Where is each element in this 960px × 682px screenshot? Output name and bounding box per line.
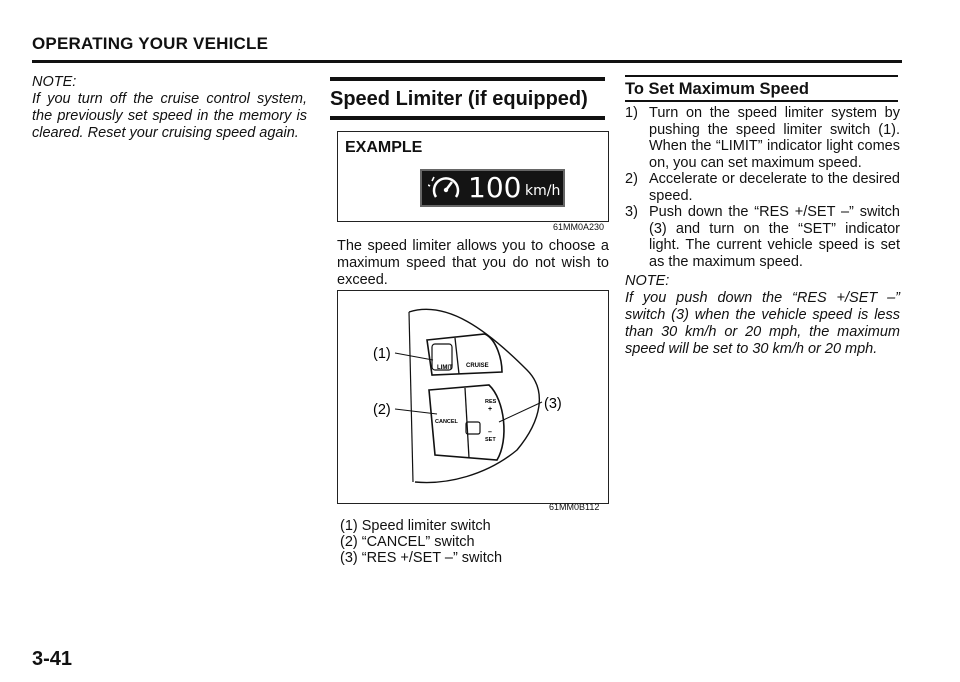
figure-code-switch: 61MM0B112 bbox=[549, 502, 600, 512]
page-header-title: OPERATING YOUR VEHICLE bbox=[32, 34, 269, 53]
callout-3: (3) bbox=[544, 396, 562, 412]
section-rule-top bbox=[330, 77, 605, 81]
display-speed-value: 100 bbox=[468, 171, 522, 204]
set-label: SET bbox=[485, 437, 496, 443]
max-speed-steps: 1) Turn on the speed limiter system by p… bbox=[625, 105, 900, 270]
step-1: 1) Turn on the speed limiter system by p… bbox=[625, 105, 900, 171]
speed-limiter-icon bbox=[428, 176, 460, 198]
left-note-label: NOTE: bbox=[32, 74, 77, 90]
callout-1: (1) bbox=[373, 346, 391, 362]
callout-2: (2) bbox=[373, 402, 391, 418]
max-speed-title: To Set Maximum Speed bbox=[625, 80, 809, 98]
step-2: 2) Accelerate or decelerate to the desir… bbox=[625, 171, 900, 204]
example-figure-frame bbox=[337, 131, 609, 222]
limit-switch-label: LIMIT bbox=[437, 365, 453, 371]
section-rule-bottom bbox=[330, 116, 605, 120]
plus-label: + bbox=[488, 406, 492, 413]
left-note-text: If you turn off the cruise control syste… bbox=[32, 91, 307, 141]
figure-code-example: 61MM0A230 bbox=[553, 222, 605, 232]
speed-limiter-title: Speed Limiter (if equipped) bbox=[330, 88, 588, 110]
cancel-res-set-switch bbox=[428, 384, 505, 461]
caption-3: (3) “RES +/SET –” switch bbox=[340, 550, 503, 566]
step-number: 1) bbox=[625, 105, 638, 121]
subsection-rule-bottom bbox=[625, 100, 898, 102]
switch-figure-frame bbox=[337, 290, 609, 504]
caption-1: (1) Speed limiter switch bbox=[340, 518, 491, 534]
minus-label: – bbox=[488, 429, 492, 436]
max-speed-note: NOTE: If you push down the “RES +/SET –”… bbox=[625, 273, 900, 358]
max-speed-note-text: If you push down the “RES +/SET –” switc… bbox=[625, 290, 900, 357]
figure-captions: (1) Speed limiter switch (2) “CANCEL” sw… bbox=[340, 518, 502, 566]
cruise-switch-label: CRUISE bbox=[466, 363, 489, 369]
step-text: Push down the “RES +/SET –” switch (3) a… bbox=[649, 204, 900, 270]
max-speed-note-label: NOTE: bbox=[625, 273, 670, 289]
cancel-switch-label: CANCEL bbox=[435, 419, 459, 425]
example-label: EXAMPLE bbox=[345, 139, 423, 156]
step-text: Accelerate or decelerate to the desired … bbox=[649, 171, 900, 204]
step-number: 3) bbox=[625, 204, 638, 220]
steering-switch-illustration: LIMIT CRUISE CANCEL RES + – SET (1) (2) … bbox=[373, 308, 562, 484]
step-text: Turn on the speed limiter system by push… bbox=[649, 105, 900, 171]
header-rule bbox=[32, 60, 902, 63]
res-label: RES bbox=[485, 399, 497, 405]
speed-display-panel bbox=[420, 169, 565, 207]
step-3: 3) Push down the “RES +/SET –” switch (3… bbox=[625, 204, 900, 270]
subsection-rule-top bbox=[625, 75, 898, 77]
display-speed-unit: km/h bbox=[525, 183, 561, 199]
step-number: 2) bbox=[625, 171, 638, 187]
speed-limiter-intro: The speed limiter allows you to choose a… bbox=[337, 238, 609, 288]
left-note: NOTE: If you turn off the cruise control… bbox=[32, 74, 307, 142]
page-number: 3-41 bbox=[32, 648, 73, 670]
limit-cruise-switch bbox=[426, 333, 503, 376]
caption-2: (2) “CANCEL” switch bbox=[340, 534, 475, 550]
